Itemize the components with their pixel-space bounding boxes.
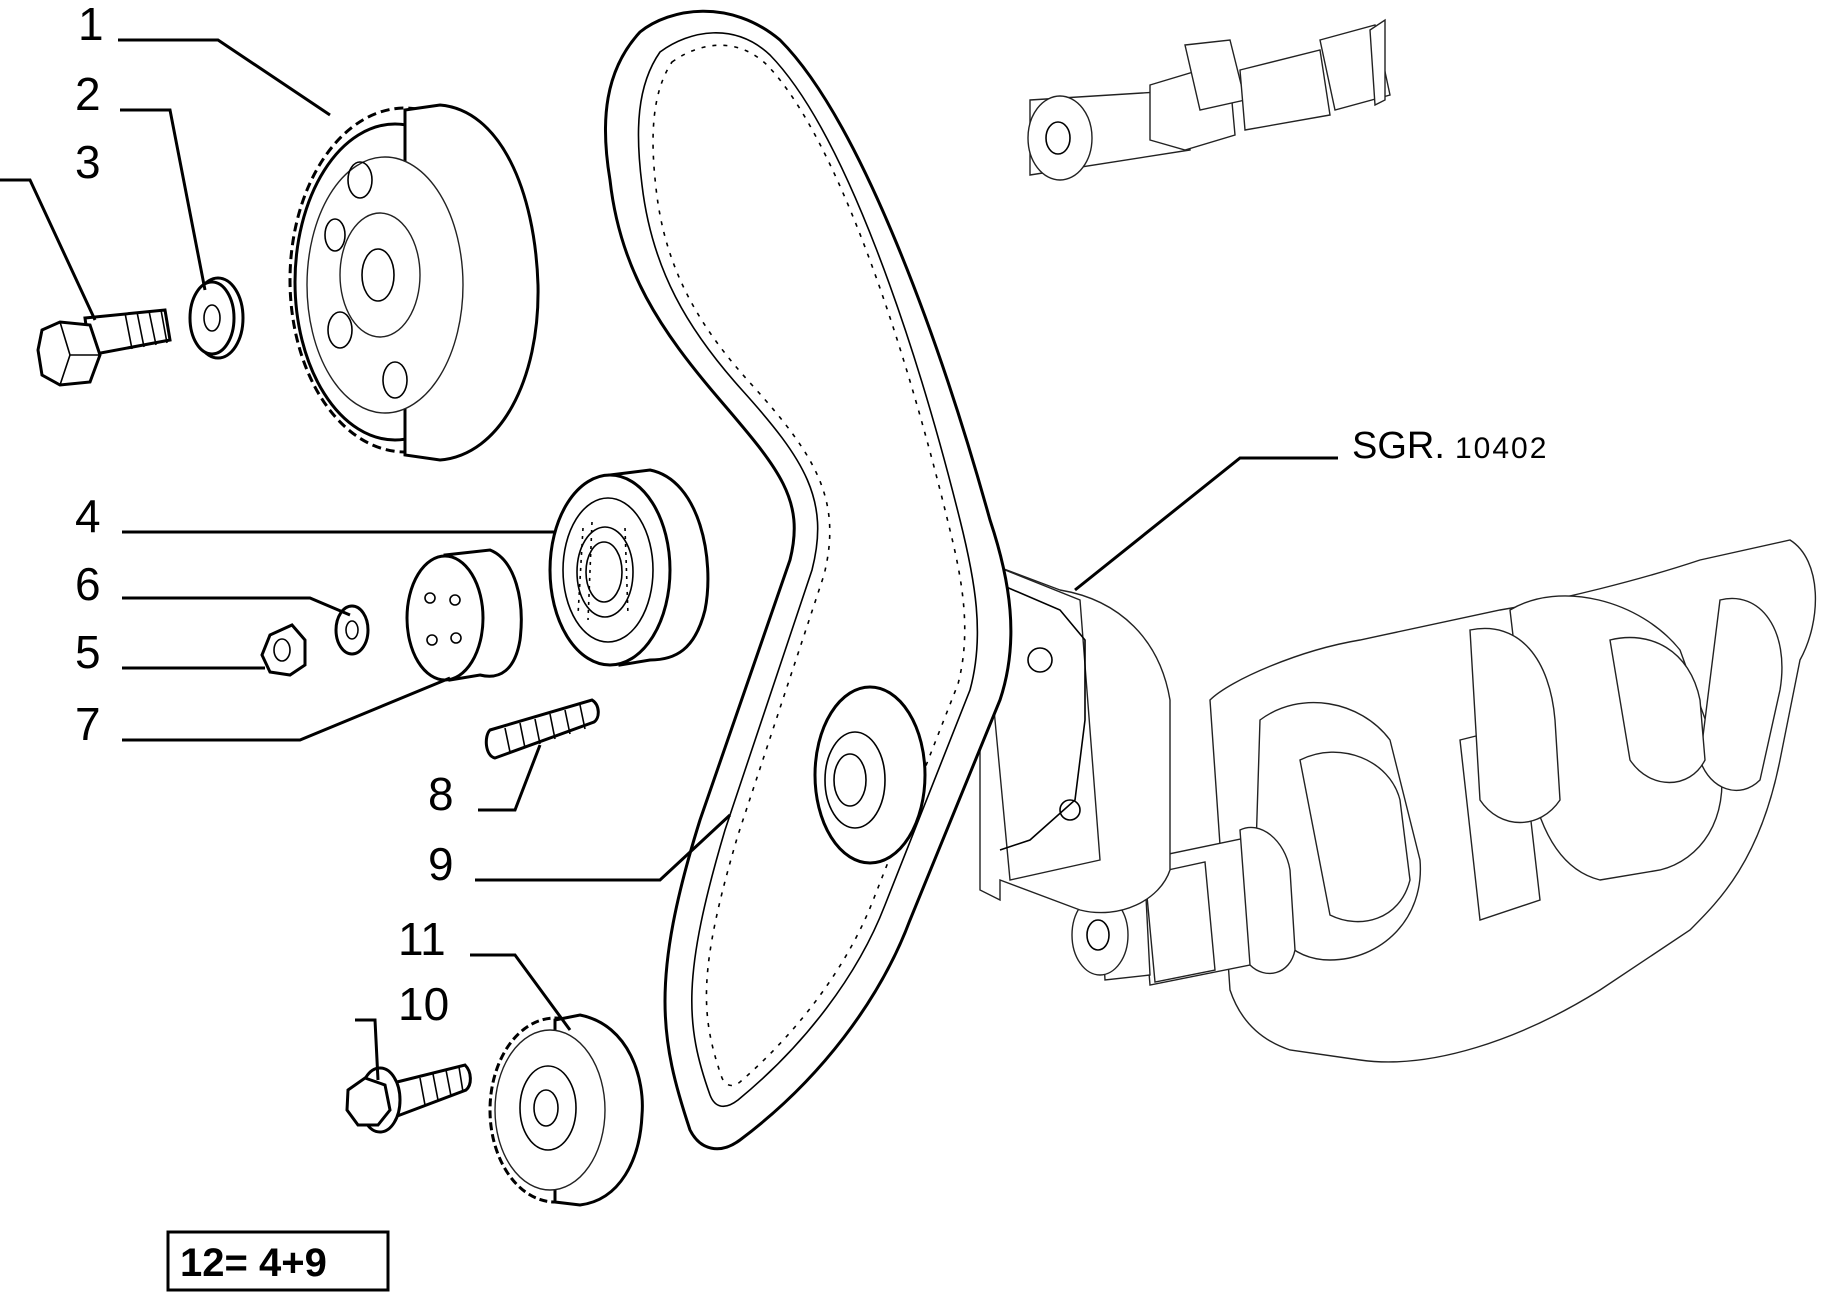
callout-6: 6 [75, 558, 101, 610]
callout-1: 1 [78, 0, 104, 50]
kit-note-text: 12= 4+9 [180, 1241, 327, 1285]
reference-code: SGR. 10402 [1352, 425, 1548, 467]
flange-bolt [345, 1063, 472, 1134]
tensioner-pulley [548, 468, 710, 667]
camshaft [1027, 18, 1391, 181]
tensioner-eccentric [405, 548, 523, 682]
hex-bolt [36, 308, 172, 387]
crankshaft-sprocket [488, 1013, 644, 1207]
kit-note: 12= 4+9 [166, 1230, 390, 1292]
callout-7: 7 [75, 698, 101, 750]
callout-2: 2 [75, 68, 101, 120]
callout-3: 3 [75, 136, 101, 188]
crankshaft [979, 539, 1817, 1063]
timing-belt [603, 9, 1013, 1151]
callout-4: 4 [75, 490, 101, 542]
hex-nut [260, 623, 307, 677]
washer [188, 276, 245, 360]
leader-lines [0, 38, 1338, 1081]
callout-10: 10 [398, 978, 449, 1030]
reference-number: 10402 [1455, 432, 1548, 465]
camshaft-sprocket [288, 103, 540, 462]
small-washer [334, 604, 370, 656]
kit-note-box [166, 1230, 390, 1292]
callout-9: 9 [428, 838, 454, 890]
callout-8: 8 [428, 768, 454, 820]
callout-numbers: 1 2 3 4 6 5 7 8 9 11 10 [75, 0, 454, 1030]
water-pump-pulley [813, 685, 927, 865]
callout-5: 5 [75, 626, 101, 678]
threaded-stud [484, 698, 600, 760]
callout-11: 11 [398, 913, 446, 965]
reference-prefix: SGR. [1352, 425, 1445, 467]
